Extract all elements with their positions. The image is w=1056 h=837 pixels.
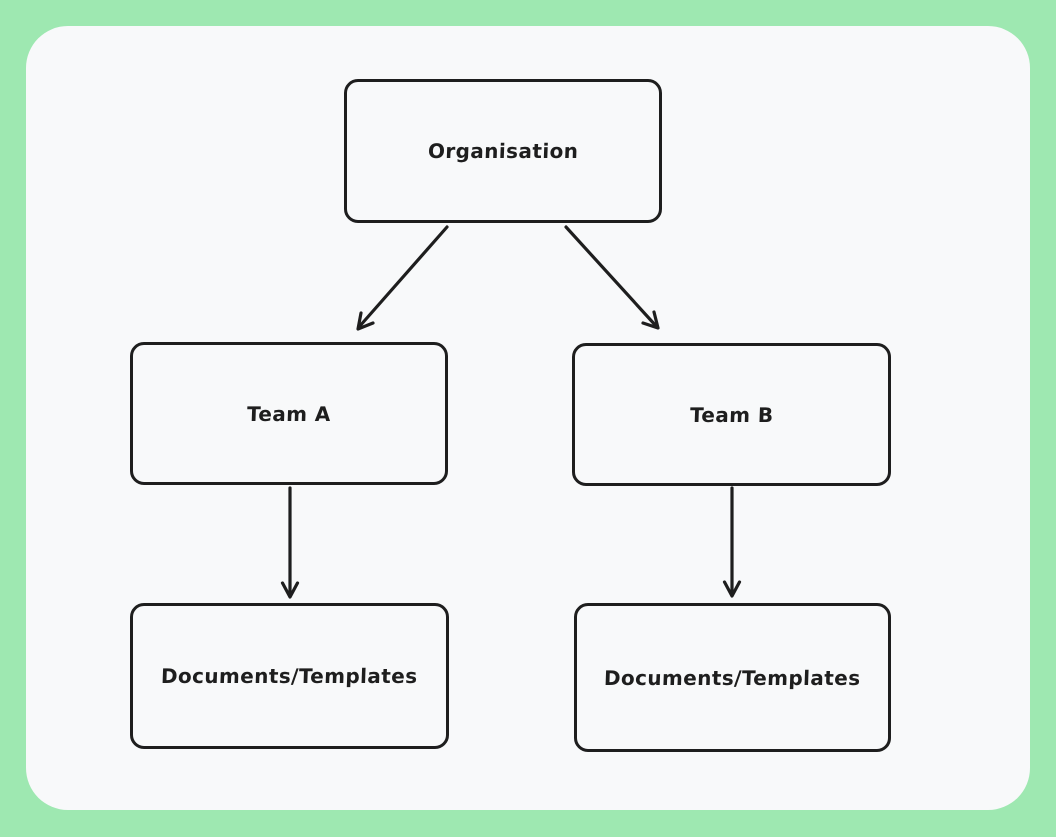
node-documents-a-label: Documents/Templates (160, 664, 419, 688)
node-documents-templates-a[interactable]: Documents/Templates (130, 603, 449, 749)
arrowhead-icon (641, 310, 660, 330)
node-documents-b-label: Documents/Templates (603, 665, 862, 690)
node-team-a-label: Team A (246, 401, 332, 426)
edge-team-b-documents[interactable] (722, 486, 742, 598)
node-team-b-label: Team B (689, 402, 774, 427)
edge-team-a-documents[interactable] (280, 486, 300, 599)
arrowhead-icon (722, 580, 742, 598)
arrowhead-icon (280, 581, 300, 599)
node-team-a[interactable]: Team A (130, 342, 448, 485)
node-documents-templates-b[interactable]: Documents/Templates (574, 603, 891, 752)
arrowhead-icon (356, 311, 375, 331)
edge-organisation-team-b[interactable] (564, 225, 660, 330)
node-organisation[interactable]: Organisation (344, 79, 662, 223)
edge-organisation-team-a[interactable] (356, 225, 449, 331)
node-team-b[interactable]: Team B (572, 343, 891, 486)
node-organisation-label: Organisation (427, 139, 579, 163)
